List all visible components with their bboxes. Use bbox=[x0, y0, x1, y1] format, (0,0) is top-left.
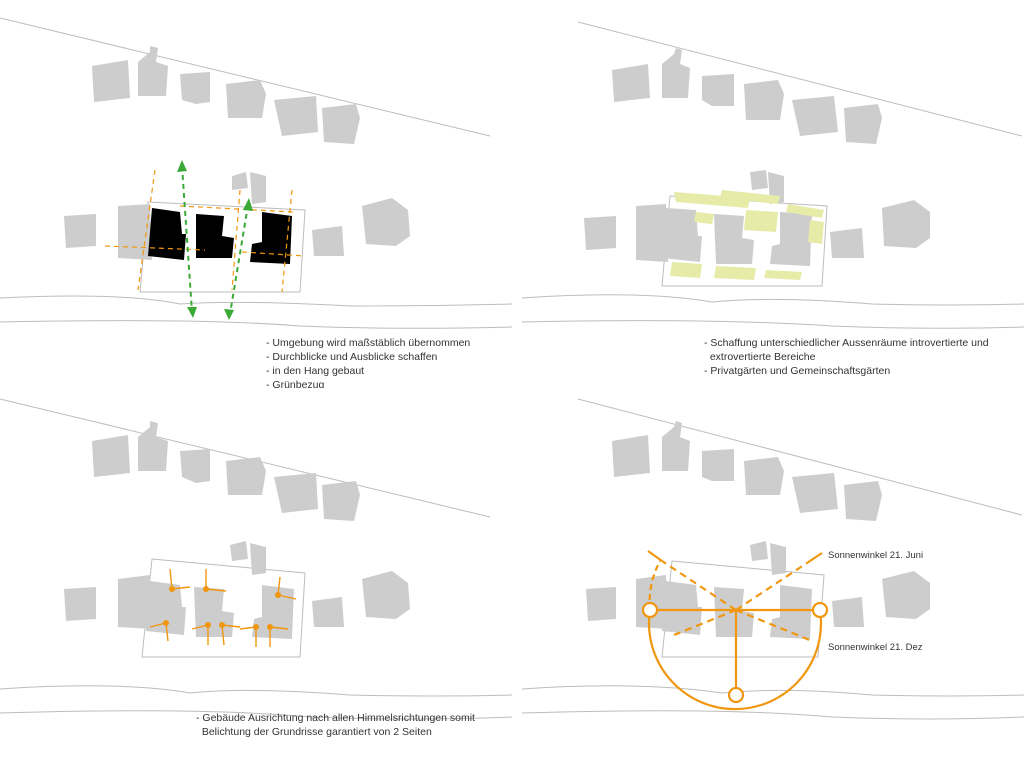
june-ray-1 bbox=[647, 550, 663, 562]
green-view-arrows bbox=[181, 165, 249, 315]
dec-angle-2 bbox=[735, 608, 813, 643]
caption-line: - in den Hang gebaut bbox=[266, 365, 365, 377]
june-ray-2 bbox=[809, 552, 823, 562]
caption-line: - Durchblicke und Ausblicke schaffen bbox=[266, 351, 438, 363]
caption-line: Belichtung der Grundrisse garantiert von… bbox=[196, 726, 432, 738]
sun-arc bbox=[647, 609, 823, 711]
panel-sun-angles: Sonnenwinkel 21. Juni Sonnenwinkel 21. D… bbox=[512, 389, 1024, 777]
site-plan-context bbox=[0, 17, 512, 329]
panel-context-views: - Umgebung wird maßstäblich übernommen -… bbox=[0, 0, 512, 388]
june-angle-2 bbox=[735, 560, 811, 611]
gardens bbox=[670, 190, 824, 280]
context-buildings bbox=[586, 421, 930, 639]
site-lines bbox=[0, 17, 512, 329]
sun-node-west bbox=[641, 601, 659, 619]
caption-line: - Schaffung unterschiedlicher Aussenräum… bbox=[704, 337, 989, 349]
panel-orientation: - Gebäude Ausrichtung nach allen Himmels… bbox=[0, 389, 512, 777]
panel-outdoor-spaces: - Schaffung unterschiedlicher Aussenräum… bbox=[512, 0, 1024, 388]
sun-diagram bbox=[641, 550, 829, 711]
context-buildings bbox=[64, 421, 410, 639]
site-plan-orientation bbox=[0, 398, 512, 720]
caption-line: - Privatgärten und Gemeinschaftsgärten bbox=[704, 365, 891, 377]
new-buildings bbox=[148, 208, 292, 264]
caption-line: - Umgebung wird maßstäblich übernommen bbox=[266, 337, 471, 349]
site-lines bbox=[0, 398, 512, 720]
sun-node-east bbox=[811, 601, 829, 619]
green-arrowheads bbox=[177, 160, 253, 320]
caption-top-left: - Umgebung wird maßstäblich übernommen -… bbox=[266, 336, 470, 388]
context-buildings bbox=[584, 48, 930, 262]
site-plan-gardens bbox=[521, 21, 1024, 329]
caption-top-right: - Schaffung unterschiedlicher Aussenräum… bbox=[704, 336, 989, 378]
orientation-nodes bbox=[163, 586, 281, 630]
sun-node-south bbox=[727, 686, 745, 704]
caption-bottom-left: - Gebäude Ausrichtung nach allen Himmels… bbox=[196, 711, 475, 739]
caption-line: - Grünbezug bbox=[266, 379, 325, 388]
context-buildings bbox=[64, 46, 410, 260]
label-sun-december: Sonnenwinkel 21. Dez bbox=[828, 642, 923, 653]
new-buildings-light bbox=[662, 208, 812, 266]
orientation-arrows bbox=[149, 568, 297, 647]
june-angle-1 bbox=[661, 560, 737, 611]
caption-line: - Gebäude Ausrichtung nach allen Himmels… bbox=[196, 712, 475, 724]
site-plan-sun bbox=[521, 398, 1024, 720]
label-sun-june: Sonnenwinkel 21. Juni bbox=[828, 550, 924, 561]
caption-line: extrovertierte Bereiche bbox=[704, 351, 816, 363]
